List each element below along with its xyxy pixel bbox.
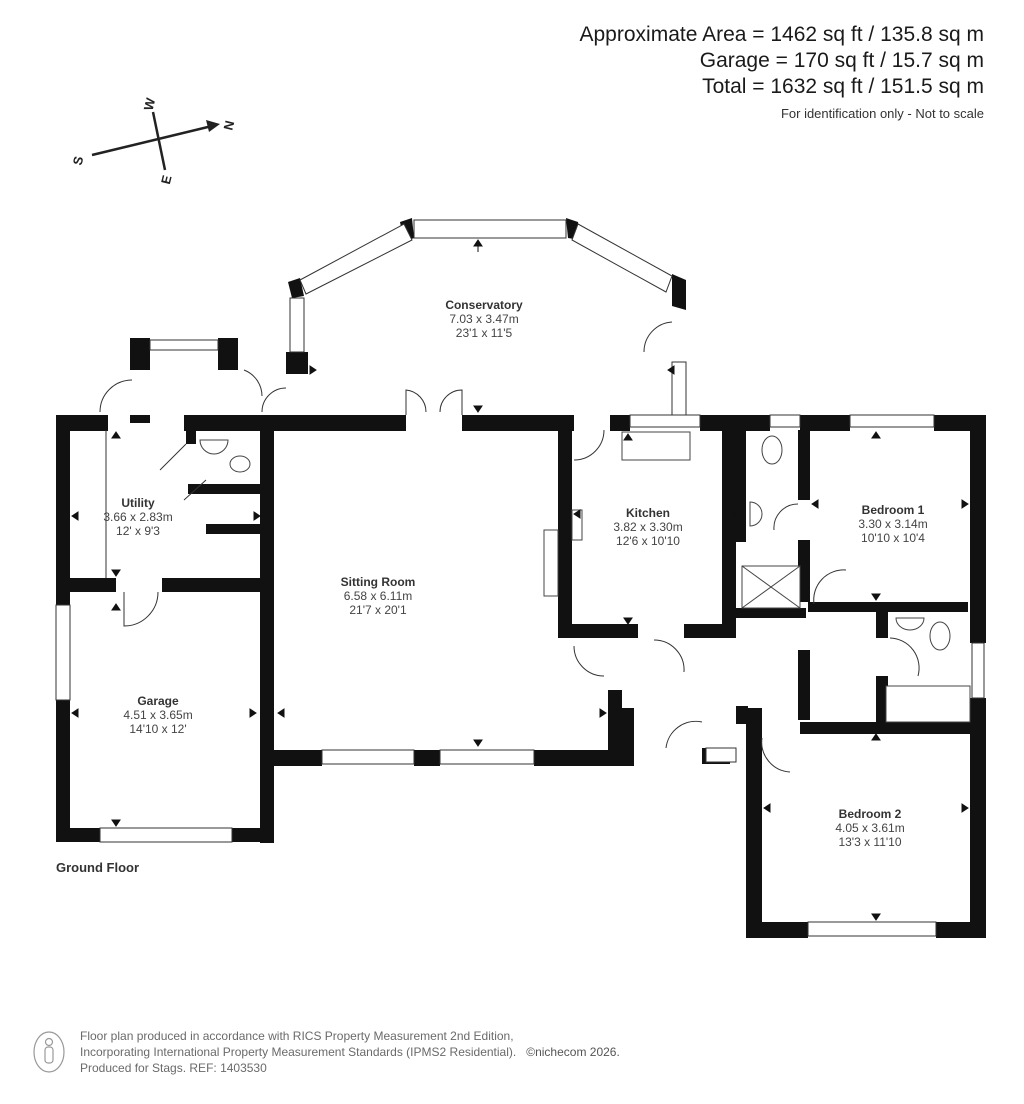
footer-line-3: Produced for Stags. REF: 1403530 xyxy=(80,1061,267,1075)
person-icon xyxy=(33,1031,65,1073)
basin-icon-2 xyxy=(749,501,763,527)
room-bedroom-1: Bedroom 1 3.30 x 3.14m 10'10 x 10'4 xyxy=(858,503,928,545)
room-garage: Garage 4.51 x 3.65m 14'10 x 12' xyxy=(123,694,193,736)
compass-n: N xyxy=(221,119,238,132)
toilet-icon xyxy=(761,435,783,465)
room-bedroom-2: Bedroom 2 4.05 x 3.61m 13'3 x 11'10 xyxy=(835,807,905,849)
compass-icon: N S E W xyxy=(70,96,238,186)
garage-area: Garage = 170 sq ft / 15.7 sq m xyxy=(699,49,984,72)
compass-w: W xyxy=(141,96,159,112)
compass-s: S xyxy=(70,154,87,166)
footer-line-1: Floor plan produced in accordance with R… xyxy=(80,1029,514,1043)
windows xyxy=(55,219,985,937)
floor-label: Ground Floor xyxy=(56,860,140,875)
room-utility: Utility 3.66 x 2.83m 12' x 9'3 xyxy=(103,496,173,538)
toilet-icon-2 xyxy=(929,621,951,651)
fixtures xyxy=(199,431,971,723)
total-area: Total = 1632 sq ft / 151.5 sq m xyxy=(702,75,984,98)
measurement-arrows xyxy=(71,239,969,921)
walls xyxy=(56,218,986,938)
door-swings xyxy=(99,321,920,773)
kitchen-sink-icon xyxy=(621,431,691,461)
room-conservatory: Conservatory 7.03 x 3.47m 23'1 x 11'5 xyxy=(445,298,523,340)
fireplace-icon xyxy=(543,529,559,597)
footer-text: Floor plan produced in accordance with R… xyxy=(80,1028,620,1076)
room-sitting-room: Sitting Room 6.58 x 6.11m 21'7 x 20'1 xyxy=(340,575,416,617)
copyright: ©nichecom 2026. xyxy=(526,1045,620,1059)
scale-disclaimer: For identification only - Not to scale xyxy=(780,106,984,121)
basin-icon xyxy=(199,439,229,455)
footer-line-2: Incorporating International Property Mea… xyxy=(80,1045,620,1059)
basin-icon-3 xyxy=(895,617,925,631)
bath-icon xyxy=(885,685,971,723)
approximate-area: Approximate Area = 1462 sq ft / 135.8 sq… xyxy=(579,23,985,46)
toilet-icon-3 xyxy=(229,455,251,473)
compass-e: E xyxy=(158,173,175,185)
room-kitchen: Kitchen 3.82 x 3.30m 12'6 x 10'10 xyxy=(613,506,683,548)
area-summary: Approximate Area = 1462 sq ft / 135.8 sq… xyxy=(580,22,985,121)
